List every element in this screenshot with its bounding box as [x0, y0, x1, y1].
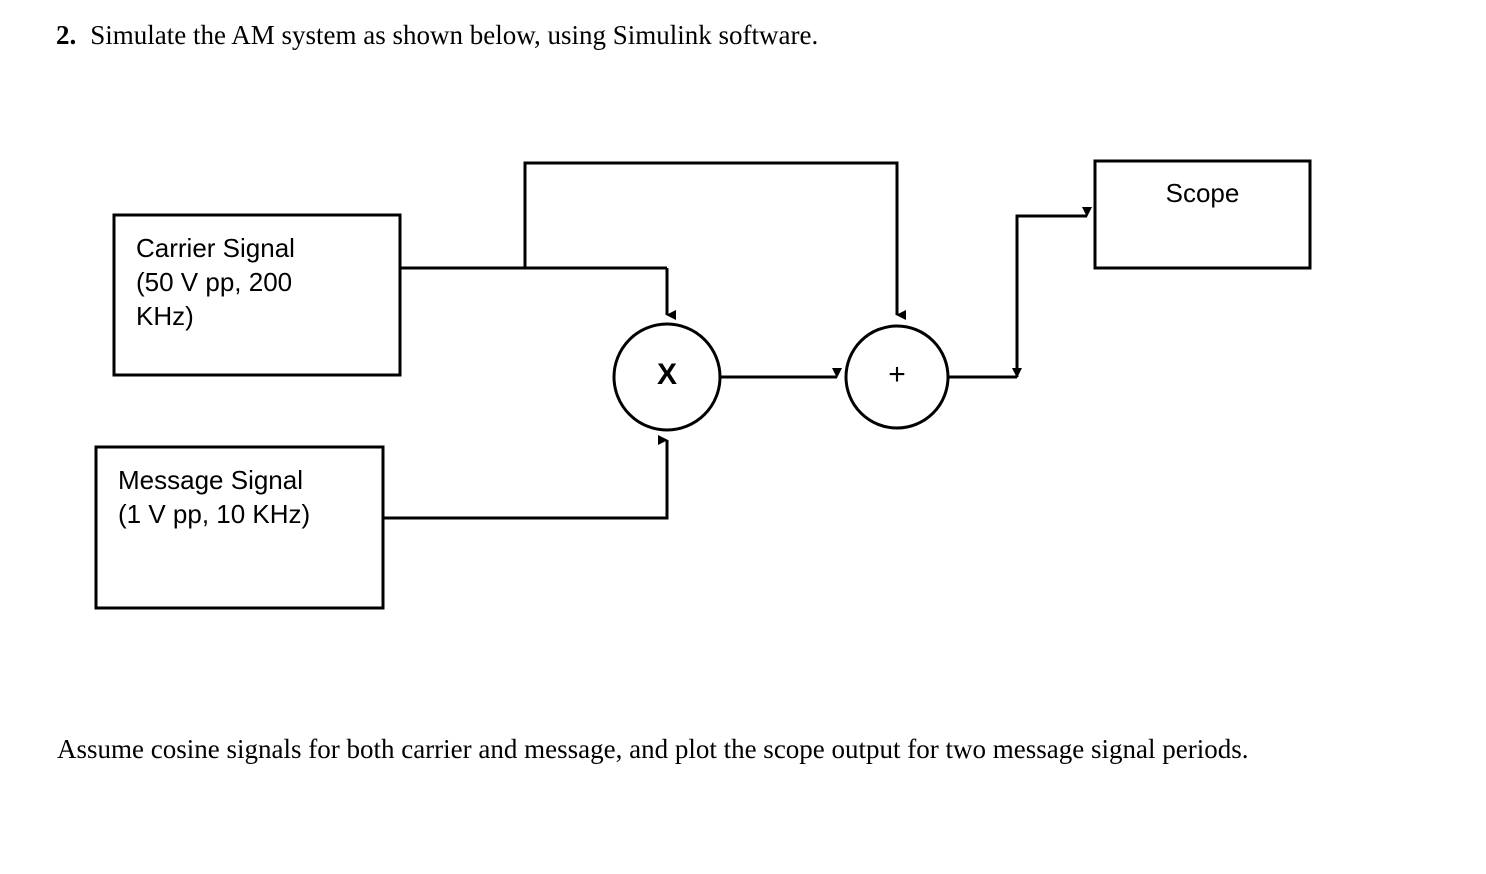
- message-signal-label: Message Signal (1 V pp, 10 KHz): [118, 465, 311, 529]
- closing-paragraph: Assume cosine signals for both carrier a…: [57, 734, 1249, 764]
- question-prompt-text: Simulate the AM system as shown below, u…: [90, 20, 819, 50]
- wire-carrier-to-adder: [523, 161, 906, 320]
- carrier-signal-label: Carrier Signal (50 V pp, 200 KHz): [136, 233, 295, 331]
- wire-adder-to-scope-riser: [1015, 207, 1092, 377]
- multiply-icon: X: [656, 358, 677, 391]
- question-heading: 2. Simulate the AM system as shown below,…: [56, 18, 1436, 52]
- plus-icon: +: [888, 358, 906, 391]
- scope-label: Scope: [1165, 178, 1240, 208]
- question-number: 2.: [56, 20, 77, 50]
- wire-message-to-multiplier: [383, 435, 669, 520]
